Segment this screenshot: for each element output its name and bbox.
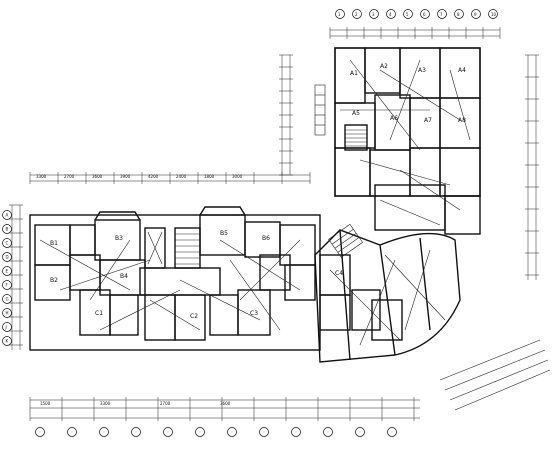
axis-bubble-label: C: [6, 241, 9, 246]
axis-bubble: [67, 427, 77, 437]
dimension-label: 3300: [36, 174, 47, 179]
dimension-label: 3600: [92, 174, 103, 179]
room-label: C3: [250, 310, 258, 317]
axis-bubble: [335, 9, 345, 19]
axis-bubble: [369, 9, 379, 19]
axis-bubble: [35, 427, 45, 437]
dimension-label: 2400: [176, 174, 187, 179]
axis-bubble: [259, 427, 269, 437]
axis-bubble-label: 2: [355, 12, 358, 17]
axis-bubble: [323, 427, 333, 437]
axis-bubble-label: 6: [423, 12, 426, 17]
axis-bubble: [2, 210, 12, 220]
room-label: A3: [418, 67, 426, 74]
axis-bubble: [163, 427, 173, 437]
dimension-lines: [11, 29, 537, 419]
dimension-ticks: [9, 27, 539, 421]
room-label: A6: [390, 115, 398, 122]
axis-bubble: [2, 252, 12, 262]
axis-bubble: [195, 427, 205, 437]
axis-bubble: [488, 9, 498, 19]
axis-bubble-label: 5: [406, 12, 409, 17]
axis-bubble-label: F: [6, 283, 9, 288]
dimension-label: 2700: [160, 401, 171, 406]
axis-bubble: [2, 336, 12, 346]
axis-bubble: [291, 427, 301, 437]
dimension-label: 1500: [40, 401, 51, 406]
axis-bubble: [420, 9, 430, 19]
axis-bubble: [2, 266, 12, 276]
room-label: B6: [262, 235, 270, 242]
room-label: A5: [352, 110, 360, 117]
room-label: B1: [50, 240, 58, 247]
dimension-label: 4200: [148, 174, 159, 179]
axis-bubble-label: K: [6, 339, 9, 344]
upper-right-block: [314, 47, 481, 235]
axis-bubble-label: A: [6, 213, 9, 218]
curved-block: [314, 223, 551, 411]
room-label: A2: [380, 63, 388, 70]
room-label: B2: [50, 277, 58, 284]
axis-bubble-label: J: [5, 325, 7, 330]
axis-bubble: [2, 294, 12, 304]
room-label: C2: [190, 313, 198, 320]
dimension-label: 2700: [64, 174, 75, 179]
axis-bubbles: 1 2 3 4 5 6 7 8 9 10A B C D E F G H J K: [2, 9, 498, 437]
axis-bubble-label: B: [6, 227, 9, 232]
axis-bubble-label: 9: [474, 12, 477, 17]
dimension-label: 3000: [232, 174, 243, 179]
dimension-label: 1800: [204, 174, 215, 179]
room-label: C1: [95, 310, 103, 317]
room-label: A1: [350, 70, 358, 77]
axis-bubble-label: 1: [338, 12, 341, 17]
axis-bubble: [2, 280, 12, 290]
axis-bubble: [99, 427, 109, 437]
axis-bubble-label: 10: [491, 12, 497, 17]
lower-left-block: [29, 206, 321, 351]
room-label: A7: [424, 117, 432, 124]
axis-bubble-label: 8: [457, 12, 460, 17]
axis-bubble: [471, 9, 481, 19]
dimension-label: 3600: [220, 401, 231, 406]
room-label: C4: [335, 270, 343, 277]
axis-bubble: [131, 427, 141, 437]
axis-bubble-label: 7: [440, 12, 443, 17]
dimension-texts: 3300 2700 3600 3900 4200 2400 1800 3000 1500 3300…: [36, 174, 243, 406]
axis-bubble: [386, 9, 396, 19]
axis-bubble: [355, 427, 365, 437]
axis-bubble-label: 4: [389, 12, 392, 17]
room-label: A4: [458, 67, 466, 74]
axis-bubble: [2, 308, 12, 318]
room-label: B3: [115, 235, 123, 242]
axis-bubble-label: E: [6, 269, 9, 274]
axis-bubble-label: 3: [372, 12, 375, 17]
axis-bubble: [387, 427, 397, 437]
axis-bubble: [2, 322, 12, 332]
room-label: A8: [458, 117, 466, 124]
axis-bubble-label: D: [6, 255, 9, 260]
dimension-label: 3900: [120, 174, 131, 179]
room-label: B4: [120, 273, 128, 280]
axis-bubble: [2, 238, 12, 248]
axis-bubble: [403, 9, 413, 19]
axis-bubble: [227, 427, 237, 437]
axis-bubble-label: H: [6, 311, 9, 316]
axis-bubble-label: G: [6, 297, 9, 302]
room-label: B5: [220, 230, 228, 237]
axis-bubble: [2, 224, 12, 234]
axis-bubble: [437, 9, 447, 19]
dimension-label: 3300: [100, 401, 111, 406]
axis-bubble: [454, 9, 464, 19]
axis-bubble: [352, 9, 362, 19]
